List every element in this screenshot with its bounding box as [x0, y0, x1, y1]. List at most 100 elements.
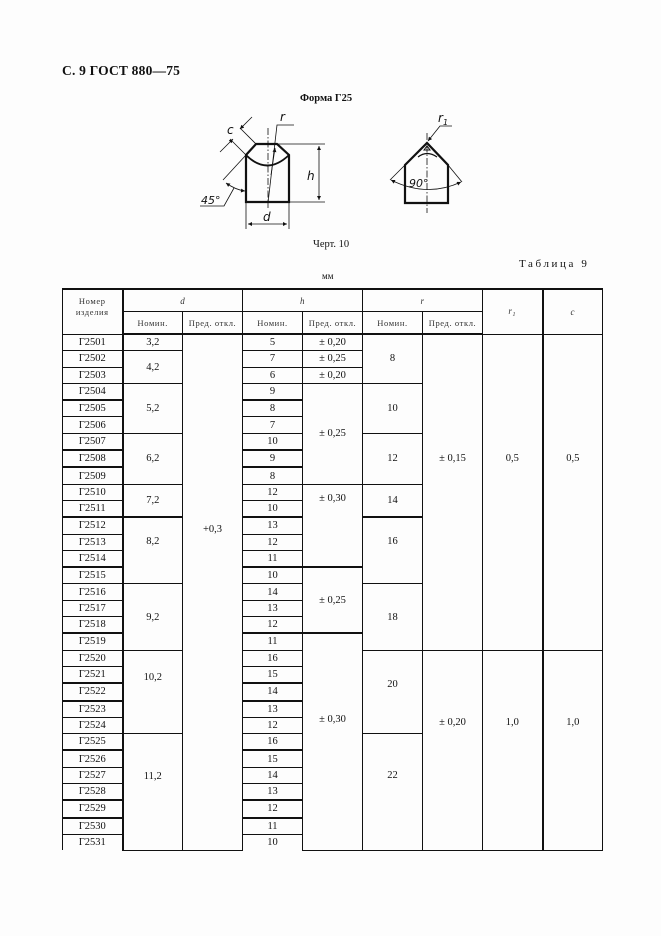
- table-row: Г2503 6 ± 0,20: [62, 366, 603, 384]
- header-c: c: [541, 288, 603, 335]
- cell-number: Г2505: [62, 399, 124, 418]
- cell-r: 18: [362, 583, 423, 651]
- right-view-labels: r1 90°: [409, 111, 448, 190]
- header-r: r: [362, 288, 483, 312]
- cell-number: Г2529: [62, 799, 124, 819]
- cell-number: Г2525: [62, 733, 124, 751]
- cell-number: Г2526: [62, 749, 124, 768]
- header-d: d: [122, 288, 243, 312]
- cell-d-tol: +0,3: [182, 333, 243, 851]
- label-d: d: [263, 210, 271, 224]
- table-row: Г2526 15: [62, 749, 603, 768]
- table-row: Г2512 8,2 13 16: [62, 516, 603, 585]
- cell-r: 16: [362, 516, 423, 585]
- cell-number: Г2501: [62, 333, 124, 352]
- cell-number: Г2502: [62, 350, 124, 368]
- table-row: Г2501 3,2 +0,3 5 ± 0,20 8 ± 0,15 0,5 0,5: [62, 333, 603, 851]
- table-row: Г2505 8: [62, 399, 603, 418]
- cell-number: Г2517: [62, 599, 124, 618]
- cell-h: 13: [242, 699, 303, 718]
- cell-d: 6,2: [122, 432, 183, 485]
- cell-number: Г2514: [62, 549, 124, 568]
- cell-r: 14: [362, 483, 423, 518]
- header-r-tol: Пред. откл.: [422, 311, 483, 335]
- cell-d: 10,2: [122, 649, 183, 735]
- cell-c: 1,0: [541, 649, 603, 851]
- cell-number: Г2511: [62, 499, 124, 518]
- cell-h: 15: [242, 665, 303, 684]
- cell-h: 14: [242, 583, 303, 601]
- cell-d: 8,2: [122, 516, 183, 585]
- cell-r1: 0,5: [482, 333, 543, 651]
- cell-d: 5,2: [122, 382, 183, 434]
- table-row: Г2523 13: [62, 699, 603, 718]
- table-row: Г2528 13: [62, 783, 603, 801]
- page-header: С. 9 ГОСТ 880—75: [62, 63, 181, 78]
- cell-h: 14: [242, 766, 303, 785]
- table-row: Г2525 11,2 16 22: [62, 733, 603, 851]
- table-row: Г2521 15: [62, 665, 603, 684]
- cell-number: Г2513: [62, 533, 124, 551]
- cell-r: 8: [362, 333, 423, 384]
- cell-h: 12: [242, 616, 303, 634]
- cell-h: 13: [242, 516, 303, 535]
- cell-number: Г2503: [62, 366, 124, 384]
- form-title: Форма Г25: [300, 93, 353, 104]
- header-d-nom: Номин.: [122, 311, 183, 335]
- right-view: [389, 125, 463, 213]
- cell-d: 11,2: [122, 733, 183, 851]
- table-row: Г2516 9,2 14 18: [62, 583, 603, 651]
- cell-number: Г2519: [62, 632, 124, 651]
- cell-h-tol: ± 0,30: [302, 483, 363, 568]
- label-r1: r1: [438, 111, 448, 127]
- table-row: Г2508 9: [62, 449, 603, 468]
- cell-r: 10: [362, 382, 423, 434]
- header-number: Номер изделия: [62, 288, 124, 335]
- cell-number: Г2524: [62, 716, 124, 735]
- table-title: Таблица 9: [519, 258, 590, 270]
- table-row: Г2524 12: [62, 716, 603, 735]
- cell-r: 20: [362, 649, 423, 735]
- cell-h: 5: [242, 333, 303, 352]
- cell-h: 9: [242, 382, 303, 401]
- table-row: Г2506 7: [62, 416, 603, 434]
- left-view: [200, 116, 325, 229]
- cell-h: 10: [242, 499, 303, 518]
- cell-r1: 1,0: [482, 649, 543, 851]
- cell-h-tol: ± 0,30: [302, 632, 363, 851]
- cell-h: 7: [242, 350, 303, 368]
- table-row: Г2518 12: [62, 616, 603, 634]
- cell-r-tol: ± 0,15: [422, 333, 483, 651]
- cell-number: Г2506: [62, 416, 124, 434]
- cell-number: Г2530: [62, 816, 124, 835]
- cell-h: 15: [242, 749, 303, 768]
- cell-h: 6: [242, 366, 303, 384]
- label-45deg: 45°: [201, 194, 221, 207]
- cell-number: Г2520: [62, 649, 124, 667]
- label-h: h: [307, 169, 315, 183]
- cell-h: 7: [242, 416, 303, 434]
- cell-r-tol: ± 0,20: [422, 649, 483, 851]
- header-h-nom: Номин.: [242, 311, 303, 335]
- table-row: Г2511 10: [62, 499, 603, 518]
- cell-h-tol: ± 0,25: [302, 566, 363, 634]
- cell-number: Г2521: [62, 665, 124, 684]
- header-r1: r1: [482, 288, 543, 335]
- label-c: c: [227, 123, 234, 137]
- cell-c: 0,5: [541, 333, 603, 651]
- cell-number: Г2523: [62, 699, 124, 718]
- cell-number: Г2512: [62, 516, 124, 535]
- cell-h: 10: [242, 432, 303, 451]
- table-row: Г2507 6,2 10 12: [62, 432, 603, 485]
- cell-h: 14: [242, 682, 303, 702]
- cell-h: 10: [242, 833, 303, 851]
- cell-h-tol: ± 0,20: [302, 333, 363, 352]
- cell-number: Г2509: [62, 466, 124, 485]
- left-view-labels: c r h d 45°: [201, 110, 315, 224]
- cell-r: 22: [362, 733, 423, 851]
- cell-number: Г2510: [62, 483, 124, 501]
- cell-h: 8: [242, 399, 303, 418]
- header-h-tol: Пред. откл.: [302, 311, 363, 335]
- cell-h: 11: [242, 816, 303, 835]
- label-r: r: [280, 110, 286, 124]
